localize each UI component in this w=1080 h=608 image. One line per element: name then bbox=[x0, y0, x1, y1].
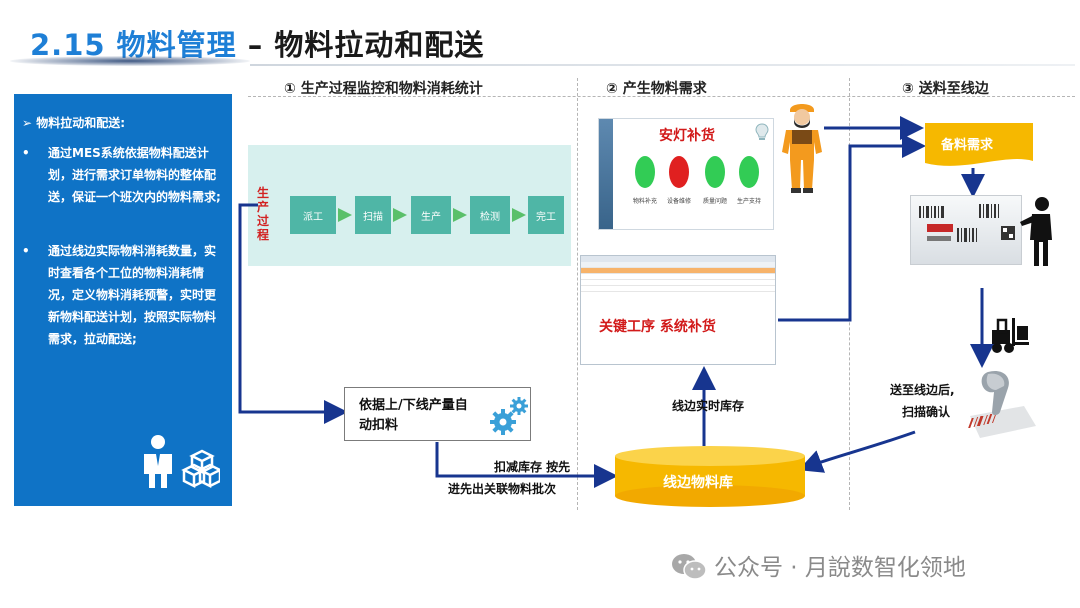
material-label-sheet bbox=[910, 195, 1022, 265]
lineside-warehouse: 线边物料库 bbox=[615, 446, 805, 508]
auto-deduct-text: 依据上/下线产量自 动扣料 bbox=[359, 396, 468, 436]
deduct-label-line1: 扣减库存 按先 bbox=[494, 458, 570, 475]
key-process-title: 关键工序 系统补货 bbox=[599, 316, 716, 336]
bulb-icon bbox=[755, 123, 769, 141]
andon-lamp-label: 设备维修 bbox=[666, 196, 692, 205]
auto-deduct-box: 依据上/下线产量自 动扣料 bbox=[344, 387, 531, 441]
screen-sidebar bbox=[599, 119, 613, 229]
forklift-icon bbox=[990, 318, 1030, 354]
material-demand-box: 备料需求 bbox=[925, 123, 1033, 167]
andon-lamp-3 bbox=[705, 156, 725, 188]
andon-lamp-label: 质量问题 bbox=[702, 196, 728, 205]
andon-screen: 安灯补货 物料补充 设备维修 质量问题 生产支持 bbox=[598, 118, 774, 230]
realtime-stock-label: 线边实时库存 bbox=[672, 397, 744, 414]
andon-title: 安灯补货 bbox=[659, 125, 715, 145]
watermark: 公众号 · 月說数智化领地 bbox=[714, 548, 966, 582]
warehouse-text: 线边物料库 bbox=[663, 472, 733, 492]
table-row bbox=[581, 286, 775, 292]
andon-lamp-4 bbox=[739, 156, 759, 188]
barcode-icon bbox=[917, 202, 1017, 258]
barcode-scanner-icon bbox=[958, 368, 1038, 440]
worker-icon bbox=[778, 100, 826, 194]
deduct-label-line2: 进先出关联物料批次 bbox=[448, 480, 556, 497]
wechat-icon bbox=[671, 553, 707, 581]
send-label-line2: 扫描确认 bbox=[902, 403, 950, 420]
andon-lamp-label: 物料补充 bbox=[632, 196, 658, 205]
material-demand-text: 备料需求 bbox=[941, 134, 993, 153]
andon-lamp-2 bbox=[669, 156, 689, 188]
system-replenish-screen: 关键工序 系统补货 bbox=[580, 255, 776, 365]
andon-lamp-label: 生产支持 bbox=[736, 196, 762, 205]
send-label-line1: 送至线边后, bbox=[890, 381, 955, 398]
andon-lamp-1 bbox=[635, 156, 655, 188]
pointing-person-icon bbox=[1020, 196, 1056, 266]
gear-icon bbox=[489, 396, 529, 436]
